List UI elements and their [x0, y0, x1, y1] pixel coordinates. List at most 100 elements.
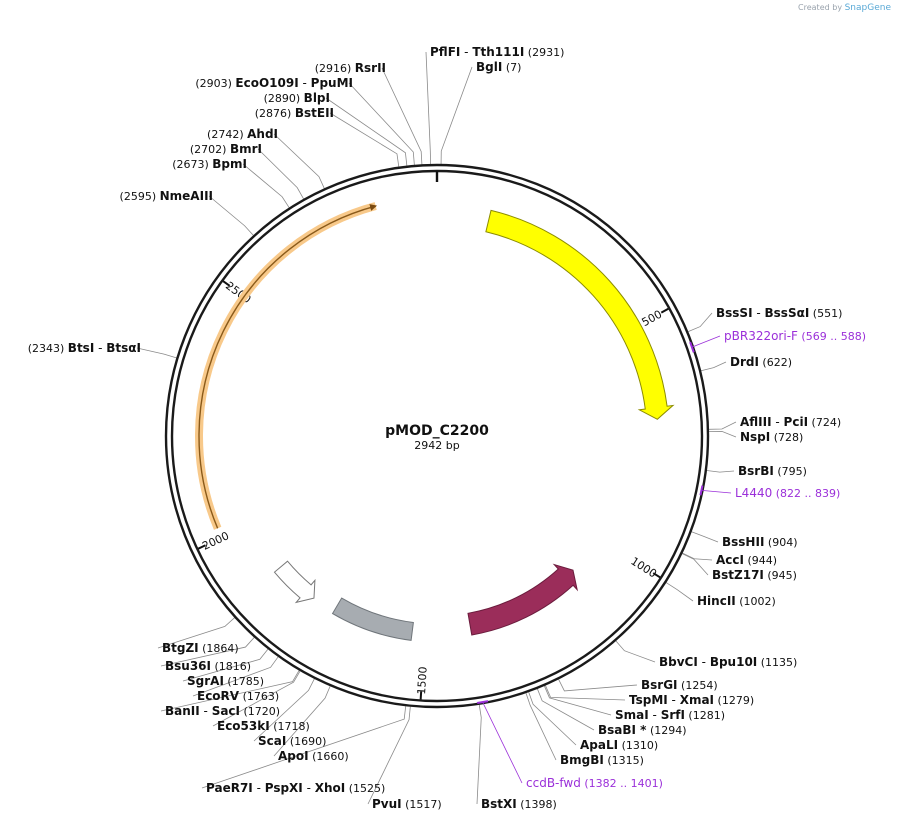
site-label-apali: ApaLI (1310)	[580, 738, 658, 752]
site-position: (2876)	[255, 107, 295, 120]
site-leader-line	[682, 553, 709, 576]
site-name: BanII	[165, 704, 200, 718]
site-name: BglI	[476, 60, 502, 74]
site-leader-line	[253, 678, 315, 742]
site-leader-line	[665, 582, 694, 602]
site-label-acci: AccI (944)	[716, 553, 777, 567]
site-name: NmeAIII	[160, 189, 213, 203]
site-name: EcoO109I	[235, 76, 298, 90]
site-leader-line	[688, 312, 713, 332]
site-leader-line	[545, 685, 626, 701]
primer-range: (822 .. 839)	[772, 487, 840, 500]
site-name: AflIII	[740, 415, 772, 429]
site-position: (2903)	[195, 77, 235, 90]
site-label-ahdi: (2742) AhdI	[207, 127, 278, 141]
site-leader-line	[329, 112, 400, 167]
primer-leader-line	[482, 701, 523, 784]
site-position: (1315)	[604, 754, 644, 767]
site-name: ApoI	[278, 749, 309, 763]
site-separator: -	[299, 76, 311, 90]
site-name: TspMI	[629, 693, 668, 707]
site-separator: -	[303, 781, 315, 795]
primer-label-pbr322ori-f: pBR322ori-F (569 .. 588)	[724, 329, 866, 343]
site-leader-line	[615, 640, 656, 663]
tick-label: 500	[640, 308, 665, 330]
site-label-drdi: DrdI (622)	[730, 355, 792, 369]
site-position: (944)	[744, 554, 777, 567]
site-name-2: Tth111I	[472, 45, 524, 59]
site-leader-line	[381, 67, 423, 165]
feature-highlight-arc-band	[195, 202, 377, 530]
site-name-2: SacI	[212, 704, 240, 718]
site-name: SmaI	[615, 708, 649, 722]
site-name: BsaBI *	[598, 723, 647, 737]
feature-ccdb	[467, 563, 579, 636]
site-leader-line	[201, 706, 407, 789]
site-leader-line	[273, 685, 331, 757]
site-name: BstEII	[295, 106, 334, 120]
site-position: (1398)	[517, 798, 557, 811]
site-position: (795)	[774, 465, 807, 478]
site-name: PvuI	[372, 797, 402, 811]
site-name: AccI	[716, 553, 744, 567]
site-leader-line	[537, 688, 595, 731]
site-position: (904)	[764, 536, 797, 549]
site-labels: PflFI - Tth111I (2931)BglI (7)(2916) Rsr…	[28, 45, 843, 811]
site-separator: -	[94, 341, 106, 355]
site-position: (1816)	[211, 660, 251, 673]
feature-camv-poly-a-signal	[331, 597, 414, 641]
site-leader-line	[691, 531, 719, 543]
site-position: (7)	[502, 61, 521, 74]
site-position: (2890)	[264, 92, 304, 105]
site-leader-line	[706, 470, 735, 473]
site-name-2: BssSαI	[765, 306, 810, 320]
site-label-bmri: (2702) BmrI	[190, 142, 262, 156]
site-position: (1310)	[618, 739, 658, 752]
site-leader-line	[192, 656, 279, 697]
site-label-pflfi: PflFI - Tth111I (2931)	[430, 45, 564, 59]
site-position: (1294)	[646, 724, 686, 737]
site-label-bgli: BglI (7)	[476, 60, 521, 74]
site-leader-line	[425, 51, 432, 165]
site-label-ecorv: EcoRV (1763)	[197, 689, 279, 703]
site-name: BssHII	[722, 535, 764, 549]
site-name: BtsI	[68, 341, 95, 355]
site-leader-line	[708, 421, 737, 430]
site-label-bstxi: BstXI (1398)	[481, 797, 557, 811]
primer-name: ccdB-fwd	[526, 776, 581, 790]
site-label-hincii: HincII (1002)	[697, 594, 776, 608]
site-position: (724)	[808, 416, 841, 429]
tick-label: 1500	[415, 666, 430, 695]
tick-mark	[197, 544, 206, 550]
site-position: (1002)	[736, 595, 776, 608]
site-position: (2742)	[207, 128, 247, 141]
site-name-2: Bpu10I	[710, 655, 757, 669]
site-leader-lines	[136, 51, 737, 805]
site-leader-line	[558, 679, 638, 692]
site-label-bbvci: BbvCI - Bpu10I (1135)	[659, 655, 797, 669]
site-separator: -	[200, 704, 212, 718]
tick-mark	[222, 280, 231, 287]
site-position: (2343)	[28, 342, 68, 355]
primer-range: (569 .. 588)	[798, 330, 866, 343]
site-name: SgrAI	[187, 674, 224, 688]
credit-prefix: Created by	[798, 3, 843, 12]
features	[195, 202, 675, 641]
site-label-nspi: NspI (728)	[740, 430, 803, 444]
site-name: ApaLI	[580, 738, 618, 752]
primer-name: L4440	[735, 486, 772, 500]
site-position: (622)	[759, 356, 792, 369]
site-position: (1525)	[345, 782, 385, 795]
site-name: EcoRV	[197, 689, 240, 703]
site-position: (945)	[764, 569, 797, 582]
site-name: Eco53kI	[217, 719, 270, 733]
site-leader-line	[160, 637, 255, 667]
site-leader-line	[544, 685, 612, 716]
tick-mark	[652, 572, 661, 579]
site-name: BlpI	[304, 91, 330, 105]
site-name: PflFI	[430, 45, 460, 59]
site-position: (1763)	[239, 690, 279, 703]
site-position: (2916)	[315, 62, 355, 75]
site-label-bstz17i: BstZ17I (945)	[712, 568, 797, 582]
site-separator: -	[753, 306, 765, 320]
